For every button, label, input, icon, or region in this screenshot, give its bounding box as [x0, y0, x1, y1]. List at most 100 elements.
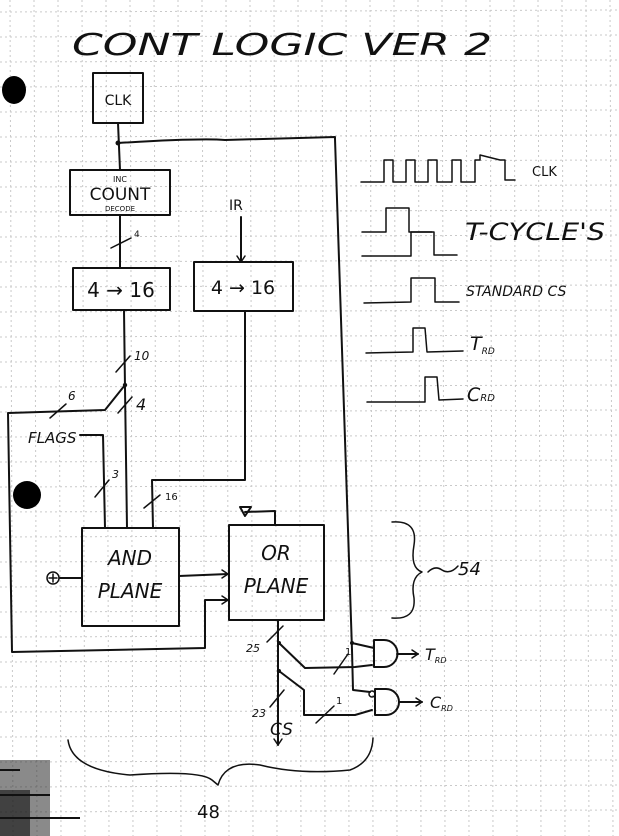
timing-label-c-rd: CRD [467, 384, 495, 406]
waveform-clk [360, 154, 516, 183]
grid-line-horizontal [0, 409, 619, 413]
grid-line-vertical [105, 0, 110, 836]
decoder-left-label: 4 → 16 [87, 278, 155, 302]
grid-line-vertical [273, 0, 278, 836]
grid-line-vertical [441, 0, 446, 836]
grid-line-horizontal [0, 9, 619, 13]
binder-hole-middle [13, 481, 41, 509]
grid-line-horizontal [0, 109, 619, 113]
grid-line-horizontal [0, 459, 619, 463]
grid-line-vertical [201, 0, 206, 836]
grid-line-horizontal [0, 134, 619, 138]
grid-line-vertical [393, 0, 398, 836]
grid-line-horizontal [0, 209, 619, 213]
grid-line-horizontal [0, 159, 619, 163]
binder-hole-top [2, 76, 26, 104]
grid-line-vertical [345, 0, 350, 836]
grid-line-vertical [513, 0, 518, 836]
brace-54 [391, 521, 459, 619]
grid-line-horizontal [0, 659, 619, 663]
grid-line-vertical [465, 0, 470, 836]
bus-width-flags-and: 3 [112, 468, 119, 481]
or-plane-label-2: PLANE [244, 574, 309, 598]
page-title: CONT LOGIC VER 2 [72, 28, 492, 63]
bus-width-counter-out: 4 [134, 230, 140, 240]
and-plane-label-2: PLANE [98, 579, 163, 603]
waveform-t-cycle-a [361, 207, 433, 233]
plus-circle-icon [46, 571, 60, 585]
bus-width-cs-out: 23 [252, 707, 266, 720]
or-plane-block: OR PLANE [228, 524, 325, 621]
grid-line-horizontal [0, 234, 619, 238]
grid-line-horizontal [0, 84, 619, 88]
bus-width-gate-c: 1 [336, 696, 342, 707]
grid-line-vertical [81, 0, 86, 836]
timing-diagram: CLK T-CYCLE'S STANDARD CS TRD CRD [360, 154, 605, 406]
cs-label: CS [270, 720, 293, 740]
or-plane-label-1: OR [261, 541, 291, 565]
counter-top-label: INC [113, 175, 127, 184]
timing-label-standard-cs: STANDARD CS [466, 284, 567, 300]
grid-line-horizontal [0, 584, 619, 588]
clk-label: CLK [105, 93, 133, 109]
brace-54-label: 54 [458, 559, 481, 580]
clk-block: CLK [92, 72, 144, 124]
ground-triangle-icon [239, 506, 276, 526]
grid-line-vertical [297, 0, 302, 836]
grid-line-vertical [417, 0, 422, 836]
bus-width-decoder-tap: 4 [136, 395, 146, 414]
and-gate-trd [373, 639, 419, 668]
grid-line-horizontal [0, 534, 619, 538]
counter-main-label: COUNT [90, 185, 151, 205]
grid-line-horizontal [0, 484, 619, 488]
bus-width-flags: 6 [68, 389, 76, 403]
grid-line-horizontal [0, 184, 619, 188]
grid-line-vertical [561, 0, 566, 836]
grid-line-horizontal [0, 509, 619, 513]
decoder-right-block: 4 → 16 [193, 261, 294, 312]
waveform-t-rd [365, 327, 464, 354]
waveform-standard-cs [363, 277, 460, 304]
grid-line-vertical [321, 0, 326, 836]
waveform-c-rd [366, 376, 464, 403]
bus-width-decoder-out: 10 [134, 349, 150, 363]
grid-line-horizontal [0, 609, 619, 613]
grid-line-vertical [537, 0, 542, 836]
and-plane-block: AND PLANE [81, 527, 180, 627]
bus-width-or-in: 16 [165, 492, 178, 503]
grid-line-horizontal [0, 359, 619, 363]
counter-block: INC COUNT DECODE [69, 169, 171, 216]
counter-bottom-label: DECODE [105, 205, 135, 213]
decoder-left-block: 4 → 16 [72, 267, 171, 311]
grid-line-horizontal [0, 284, 619, 288]
brace-48 [67, 737, 374, 786]
scan-shadow [0, 760, 80, 836]
grid-line-horizontal [0, 384, 619, 388]
bus-width-or-out: 25 [246, 642, 260, 655]
grid-line-vertical [33, 0, 38, 836]
grid-line-horizontal [0, 759, 619, 763]
trd-output-label: TRD [425, 645, 447, 665]
grid-line-horizontal [0, 559, 619, 563]
and-plane-label-1: AND [106, 546, 152, 570]
bus-width-gate-t: 1 [345, 647, 351, 658]
grid-line-horizontal [0, 709, 619, 713]
grid-line-horizontal [0, 784, 619, 788]
timing-label-t-rd: TRD [470, 333, 495, 357]
grid-line-vertical [585, 0, 590, 836]
timing-label-clk: CLK [532, 165, 557, 180]
grid-line-vertical [9, 0, 14, 836]
grid-line-vertical [225, 0, 230, 836]
grid-line-vertical [177, 0, 182, 836]
grid-line-horizontal [0, 334, 619, 338]
flags-label: FLAGS [28, 429, 77, 447]
grid-line-vertical [57, 0, 62, 836]
grid-line-horizontal [0, 434, 619, 438]
and-gate-crd [368, 688, 423, 716]
brace-48-label: 48 [197, 802, 220, 823]
grid-line-horizontal [0, 34, 619, 38]
grid-line-horizontal [0, 809, 619, 813]
grid-line-horizontal [0, 734, 619, 738]
